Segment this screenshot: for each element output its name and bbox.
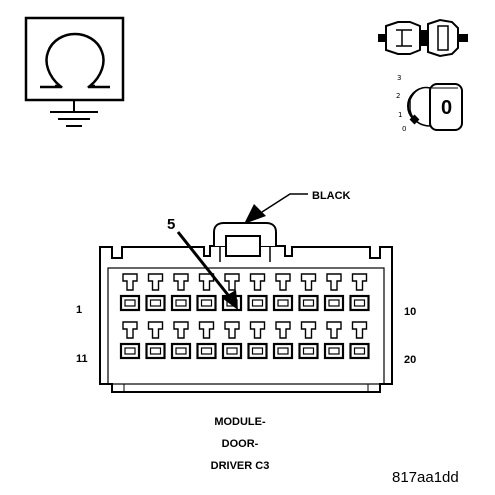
- pin-label-10: 10: [404, 306, 416, 318]
- terminal-pin-11: [119, 321, 141, 360]
- figure-id: 817aa1dd: [392, 469, 459, 486]
- terminal-pin-17: [272, 321, 294, 360]
- terminal-pin-6: [247, 273, 268, 312]
- callout-pin-number: 5: [167, 216, 175, 233]
- connector-color-label: BLACK: [312, 190, 351, 202]
- terminal-pin-7: [272, 273, 294, 312]
- connector-title-line-3: DRIVER C3: [211, 460, 270, 472]
- pin-label-1: 1: [76, 304, 82, 316]
- key-position-label: 0: [441, 97, 452, 119]
- terminal-pin-16: [247, 321, 268, 360]
- pin-label-20: 20: [404, 354, 416, 366]
- terminal-pin-9: [323, 273, 345, 312]
- terminal-pin-20: [349, 321, 370, 360]
- ignition-position-1: 1: [398, 111, 402, 119]
- pin-callout: [176, 231, 238, 310]
- terminal-grid: [119, 273, 370, 360]
- terminal-pin-3: [170, 273, 192, 312]
- terminal-pin-14: [196, 321, 217, 360]
- terminal-pin-15: [221, 321, 243, 360]
- terminal-pin-2: [145, 273, 166, 312]
- terminal-pin-8: [298, 273, 319, 312]
- ignition-position-0: 0: [402, 125, 406, 133]
- connector-title-line-2: DOOR-: [222, 438, 259, 450]
- ignition-key-icon: [378, 18, 468, 131]
- ignition-position-3: 3: [397, 74, 401, 82]
- ignition-position-2: 2: [396, 92, 400, 100]
- connector-title-line-1: MODULE-: [214, 416, 266, 428]
- terminal-pin-1: [119, 273, 141, 312]
- pin-label-11: 11: [76, 353, 88, 365]
- terminal-pin-12: [145, 321, 166, 360]
- connector-body: [99, 222, 393, 393]
- ohm-ground-icon: [24, 16, 125, 127]
- terminal-pin-19: [323, 321, 345, 360]
- terminal-pin-18: [298, 321, 319, 360]
- terminal-pin-4: [196, 273, 217, 312]
- terminal-pin-13: [170, 321, 192, 360]
- color-callout: [244, 193, 308, 224]
- terminal-pin-10: [349, 273, 370, 312]
